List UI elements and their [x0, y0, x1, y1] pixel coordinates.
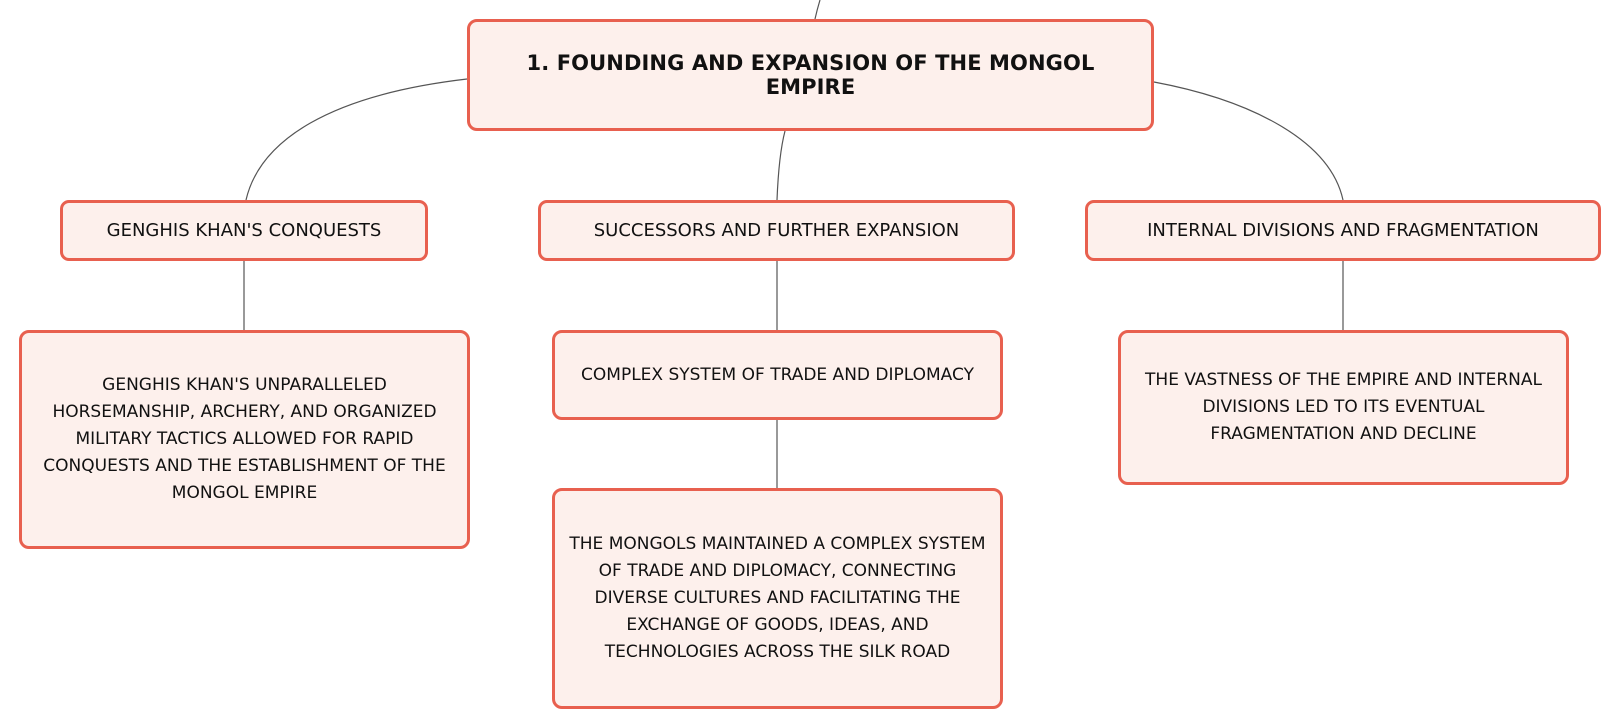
connector-parent-to-root	[814, 0, 821, 20]
root-topic-label: 1. FOUNDING AND EXPANSION OF THE MONGOL …	[526, 51, 1095, 99]
topic-node-successors-and-further-expansion[interactable]: SUCCESSORS AND FURTHER EXPANSION	[538, 200, 1015, 261]
connector-root-to-genghis-khans-conquests	[245, 78, 468, 201]
detail-text: COMPLEX SYSTEM OF TRADE AND DIPLOMACY	[581, 364, 974, 385]
detail-node-fragmentation[interactable]: THE VASTNESS OF THE EMPIRE AND INTERNAL …	[1118, 330, 1569, 485]
connector-root-to-internal-divisions	[1153, 81, 1344, 201]
detail-text: THE VASTNESS OF THE EMPIRE AND INTERNAL …	[1145, 370, 1542, 444]
detail-node-horsemanship[interactable]: GENGHIS KHAN'S UNPARALLELED HORSEMANSHIP…	[19, 330, 470, 549]
detail-text: GENGHIS KHAN'S UNPARALLELED HORSEMANSHIP…	[43, 375, 446, 503]
detail-node-trade-and-diplomacy[interactable]: COMPLEX SYSTEM OF TRADE AND DIPLOMACY	[552, 330, 1003, 420]
detail-node-silk-road[interactable]: THE MONGOLS MAINTAINED A COMPLEX SYSTEM …	[552, 488, 1003, 709]
topic-node-internal-divisions-and-fragmentation[interactable]: INTERNAL DIVISIONS AND FRAGMENTATION	[1085, 200, 1601, 261]
topic-label: GENGHIS KHAN'S CONQUESTS	[106, 220, 382, 241]
topic-node-genghis-khans-conquests[interactable]: GENGHIS KHAN'S CONQUESTS	[60, 200, 428, 261]
topic-label: INTERNAL DIVISIONS AND FRAGMENTATION	[1147, 220, 1539, 241]
detail-text: THE MONGOLS MAINTAINED A COMPLEX SYSTEM …	[569, 534, 986, 662]
topic-label: SUCCESSORS AND FURTHER EXPANSION	[593, 220, 960, 241]
connector-root-to-successors	[776, 130, 786, 201]
root-topic-node[interactable]: 1. FOUNDING AND EXPANSION OF THE MONGOL …	[467, 19, 1154, 131]
